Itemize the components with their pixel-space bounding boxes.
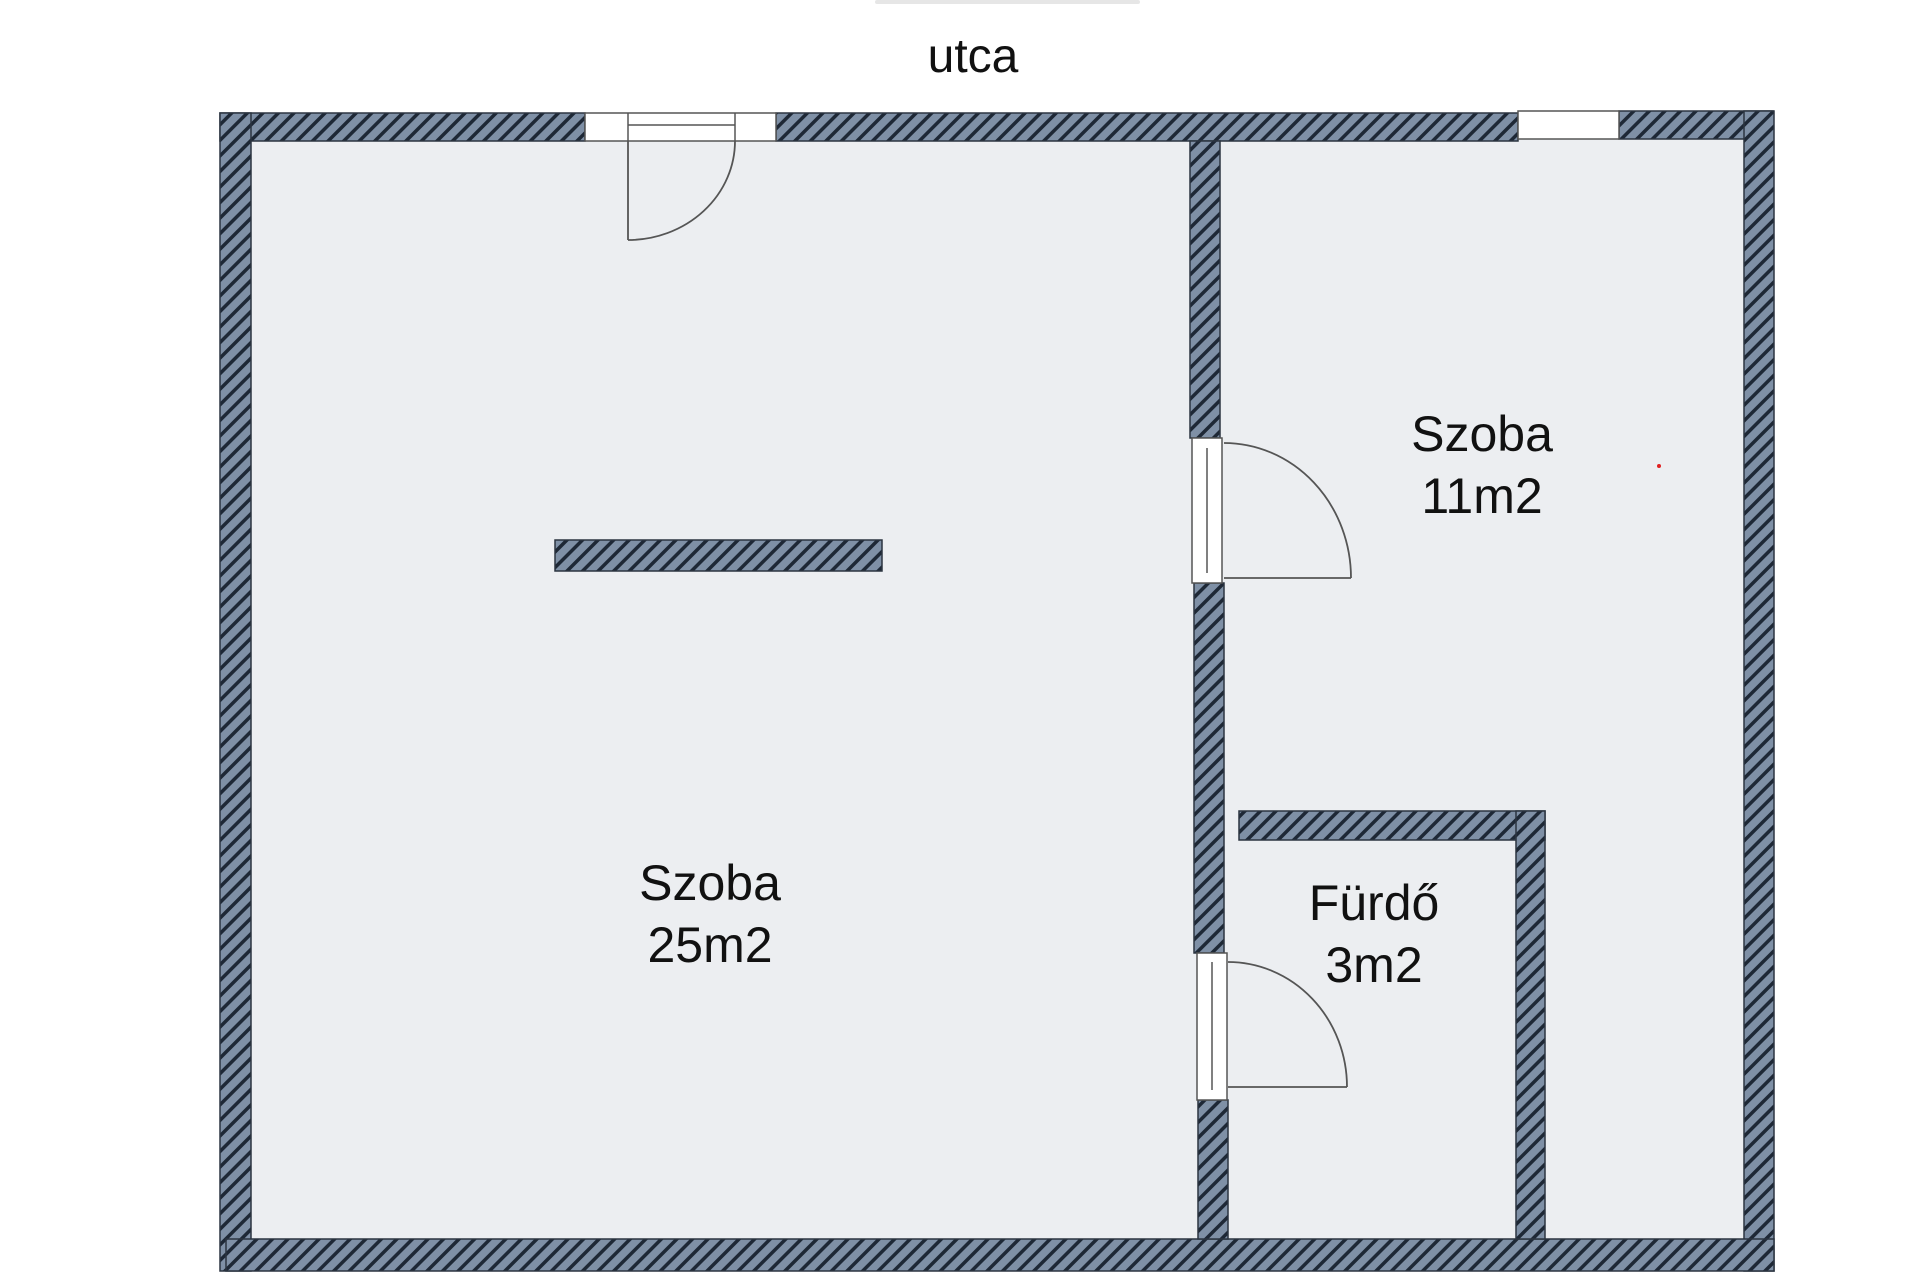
- top-handle-bar: [875, 0, 1140, 4]
- bathroom-area: 3m2: [1325, 937, 1422, 993]
- central-partition-wall: [554, 539, 883, 572]
- street-label: utca: [928, 30, 1019, 83]
- entrance-door: [584, 112, 777, 241]
- marker-dot: [1657, 464, 1661, 468]
- wall-top-left: [219, 112, 586, 142]
- door-room-11: [1191, 437, 1352, 584]
- room-area-large: 25m2: [647, 917, 772, 973]
- wall-bottom: [225, 1238, 1775, 1272]
- bathroom-walls: [1238, 810, 1546, 1240]
- wall-top-middle: [775, 112, 1519, 142]
- door-bathroom: [1196, 952, 1348, 1101]
- room-name-small: Szoba: [1411, 406, 1553, 462]
- window-top-right: [1517, 110, 1620, 140]
- room-name-large: Szoba: [639, 855, 781, 911]
- bathroom-name: Fürdő: [1309, 875, 1440, 931]
- wall-left: [219, 112, 252, 1272]
- room-area-small: 11m2: [1421, 468, 1542, 524]
- wall-right: [1743, 110, 1775, 1272]
- outer-walls: [219, 110, 1775, 1272]
- floor-area: [232, 125, 1760, 1255]
